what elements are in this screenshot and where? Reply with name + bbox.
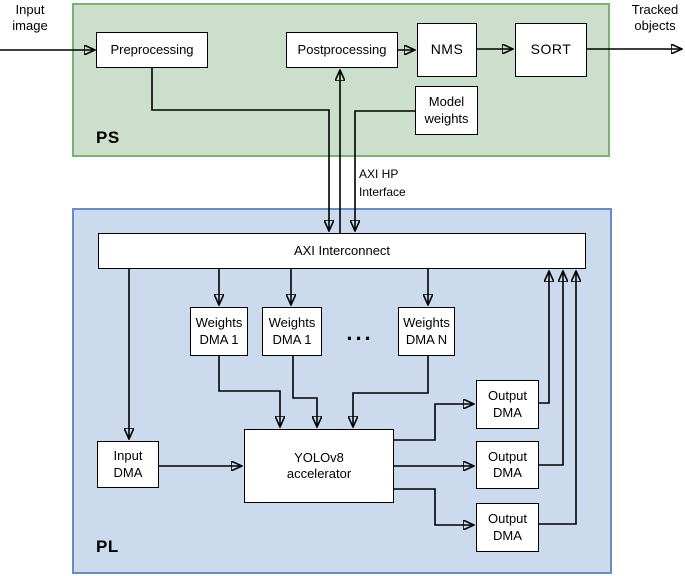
node-output-dma-2-label: Output DMA (487, 448, 528, 480)
node-output-dma-1: Output DMA (476, 380, 539, 429)
node-model-weights-label: Model weights (424, 94, 469, 126)
node-sort: SORT (515, 23, 587, 77)
node-nms-label: NMS (430, 41, 464, 58)
node-postprocessing: Postprocessing (286, 32, 398, 68)
node-preprocessing: Preprocessing (96, 32, 208, 68)
node-preprocessing-label: Preprocessing (110, 41, 194, 57)
node-weights-dma-1b: Weights DMA 1 (262, 307, 322, 356)
node-weights-dma-1b-label: Weights DMA 1 (268, 315, 316, 347)
node-weights-dma-n: Weights DMA N (398, 307, 455, 356)
pl-region-label: PL (96, 537, 119, 556)
node-weights-dma-n-label: Weights DMA N (403, 315, 450, 347)
input-image-label: Input image (12, 2, 48, 34)
node-axi-interconnect: AXI Interconnect (98, 233, 586, 269)
ellipsis-label: ... (346, 320, 374, 345)
node-postprocessing-label: Postprocessing (297, 41, 387, 57)
node-input-dma: Input DMA (97, 441, 159, 488)
node-yolov8-accelerator: YOLOv8 accelerator (244, 429, 394, 503)
node-sort-label: SORT (530, 41, 572, 58)
node-yolov8-accelerator-label: YOLOv8 accelerator (286, 449, 352, 481)
node-weights-dma-1-label: Weights DMA 1 (195, 315, 243, 347)
axi-hp-interface-label: AXI HP Interface (359, 167, 406, 199)
node-output-dma-3: Output DMA (476, 503, 539, 552)
node-output-dma-3-label: Output DMA (487, 511, 528, 543)
node-output-dma-2: Output DMA (476, 441, 539, 489)
node-input-dma-label: Input DMA (113, 448, 143, 480)
tracked-objects-label: Tracked objects (631, 2, 679, 34)
node-model-weights: Model weights (415, 86, 478, 135)
ps-region-label: PS (96, 128, 120, 147)
node-nms: NMS (417, 23, 477, 77)
node-axi-interconnect-label: AXI Interconnect (293, 242, 391, 258)
node-weights-dma-1: Weights DMA 1 (190, 307, 248, 356)
node-output-dma-1-label: Output DMA (487, 388, 528, 420)
